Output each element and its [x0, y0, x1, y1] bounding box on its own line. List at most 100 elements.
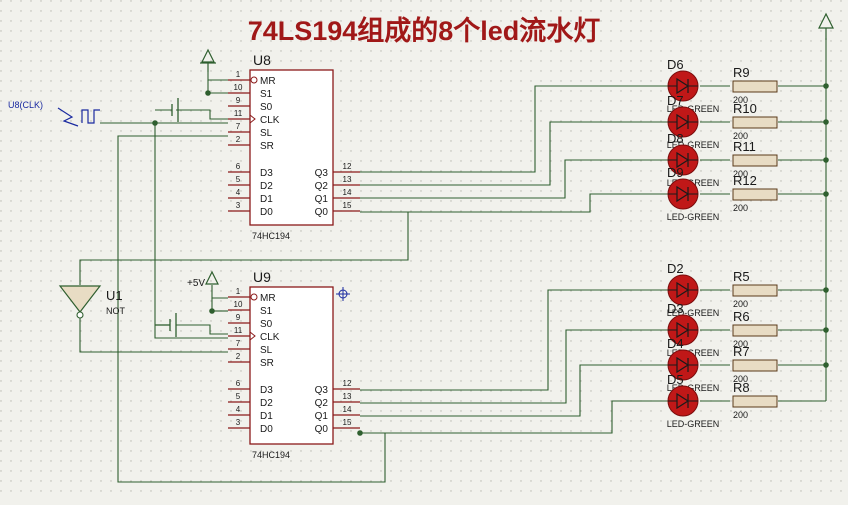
resistor-ref: R7	[733, 344, 750, 359]
pin-number: 2	[236, 135, 241, 144]
resistor-ref: R12	[733, 173, 757, 188]
pin-name: D0	[260, 207, 273, 218]
pin-number: 2	[236, 352, 241, 361]
wires	[79, 38, 827, 483]
pin-number: 14	[343, 405, 352, 414]
resistor-ref: R8	[733, 380, 750, 395]
crosshair-icon	[336, 287, 350, 301]
schematic-title: 74LS194组成的8个led流水灯	[248, 15, 601, 46]
resistor-r12[interactable]: R12 200	[732, 173, 778, 213]
ground-terminal-icon	[200, 48, 216, 72]
clock-edge-icon	[249, 331, 256, 341]
inverter-ref: U1	[106, 288, 123, 303]
led-ref: D6	[667, 57, 684, 72]
resistor-value: 200	[733, 339, 748, 349]
resistor-value: 200	[733, 169, 748, 179]
pin-number: 13	[343, 392, 352, 401]
pin-number: 12	[343, 162, 352, 171]
chips-layer: U874HC1941MR10S19S011CLK7SL2SR6D35D24D13…	[228, 52, 360, 460]
pin-name: CLK	[260, 115, 280, 126]
chip-u9[interactable]: U974HC1941MR10S19S011CLK7SL2SR6D35D24D13…	[228, 269, 360, 460]
resistor-value: 200	[733, 203, 748, 213]
resistor-body	[732, 80, 778, 93]
pin-name: CLK	[260, 332, 280, 343]
chip-part: 74HC194	[252, 231, 290, 241]
resistor-body	[732, 324, 778, 337]
pin-name: D1	[260, 194, 273, 205]
led-type: LED-GREEN	[667, 104, 720, 114]
resistor-ref: R11	[733, 139, 756, 154]
pin-name: Q0	[315, 207, 329, 218]
pin-number: 9	[236, 313, 241, 322]
pin-name: S1	[260, 89, 273, 100]
resistor-ref: R6	[733, 309, 750, 324]
clock-source-icon[interactable]	[57, 107, 100, 127]
pin-number: 4	[236, 405, 241, 414]
pin-number: 3	[236, 418, 241, 427]
battery-icon	[155, 313, 177, 337]
pin-name: Q1	[315, 194, 329, 205]
clock-label: U8(CLK)	[8, 100, 43, 110]
battery-icon	[171, 98, 179, 122]
led-ref: D3	[667, 301, 684, 316]
pin-number: 14	[343, 188, 352, 197]
pin-name: D3	[260, 385, 273, 396]
resistor-value: 200	[733, 410, 748, 420]
pin-name: D3	[260, 168, 273, 179]
resistor-r6[interactable]: R6 200	[732, 309, 778, 349]
chip-ref: U8	[253, 52, 271, 68]
pin-name: D2	[260, 398, 273, 409]
resistor-body	[732, 395, 778, 408]
resistor-r8[interactable]: R8 200	[732, 380, 778, 420]
power-rail-arrow	[818, 12, 834, 40]
led-ref: D9	[667, 165, 684, 180]
chip-u8[interactable]: U874HC1941MR10S19S011CLK7SL2SR6D35D24D13…	[228, 52, 360, 241]
inverter-gate[interactable]	[58, 285, 102, 319]
pin-name: Q0	[315, 424, 329, 435]
inversion-bubble	[250, 293, 258, 301]
pin-number: 9	[236, 96, 241, 105]
led-type: LED-GREEN	[667, 212, 720, 222]
power-terminal-icon	[205, 270, 219, 285]
pin-number: 5	[236, 392, 241, 401]
pin-name: Q3	[315, 385, 329, 396]
chip-ref: U9	[253, 269, 271, 285]
pin-number: 6	[236, 379, 241, 388]
resistor-body	[732, 284, 778, 297]
led-type: LED-GREEN	[667, 308, 720, 318]
pin-name: Q3	[315, 168, 329, 179]
pin-number: 11	[234, 326, 243, 335]
pin-number: 7	[236, 122, 241, 131]
pin-name: SR	[260, 358, 274, 369]
pin-number: 4	[236, 188, 241, 197]
led-ref: D2	[667, 261, 684, 276]
resistors-layer: R9200R10200R11200R12200R5200R6200R7200R8…	[732, 65, 778, 420]
pin-number: 7	[236, 339, 241, 348]
clock-edge-icon	[249, 114, 256, 124]
pin-name: MR	[260, 293, 276, 304]
pin-name: SL	[260, 345, 273, 356]
pin-name: SR	[260, 141, 274, 152]
resistor-value: 200	[733, 299, 748, 309]
resistor-r11[interactable]: R11 200	[732, 139, 778, 179]
pin-number: 15	[343, 418, 352, 427]
chip-body	[249, 69, 334, 226]
chip-body	[249, 286, 334, 445]
resistor-body	[732, 359, 778, 372]
resistor-value: 200	[733, 131, 748, 141]
pin-number: 12	[343, 379, 352, 388]
led-ref: D8	[667, 131, 684, 146]
